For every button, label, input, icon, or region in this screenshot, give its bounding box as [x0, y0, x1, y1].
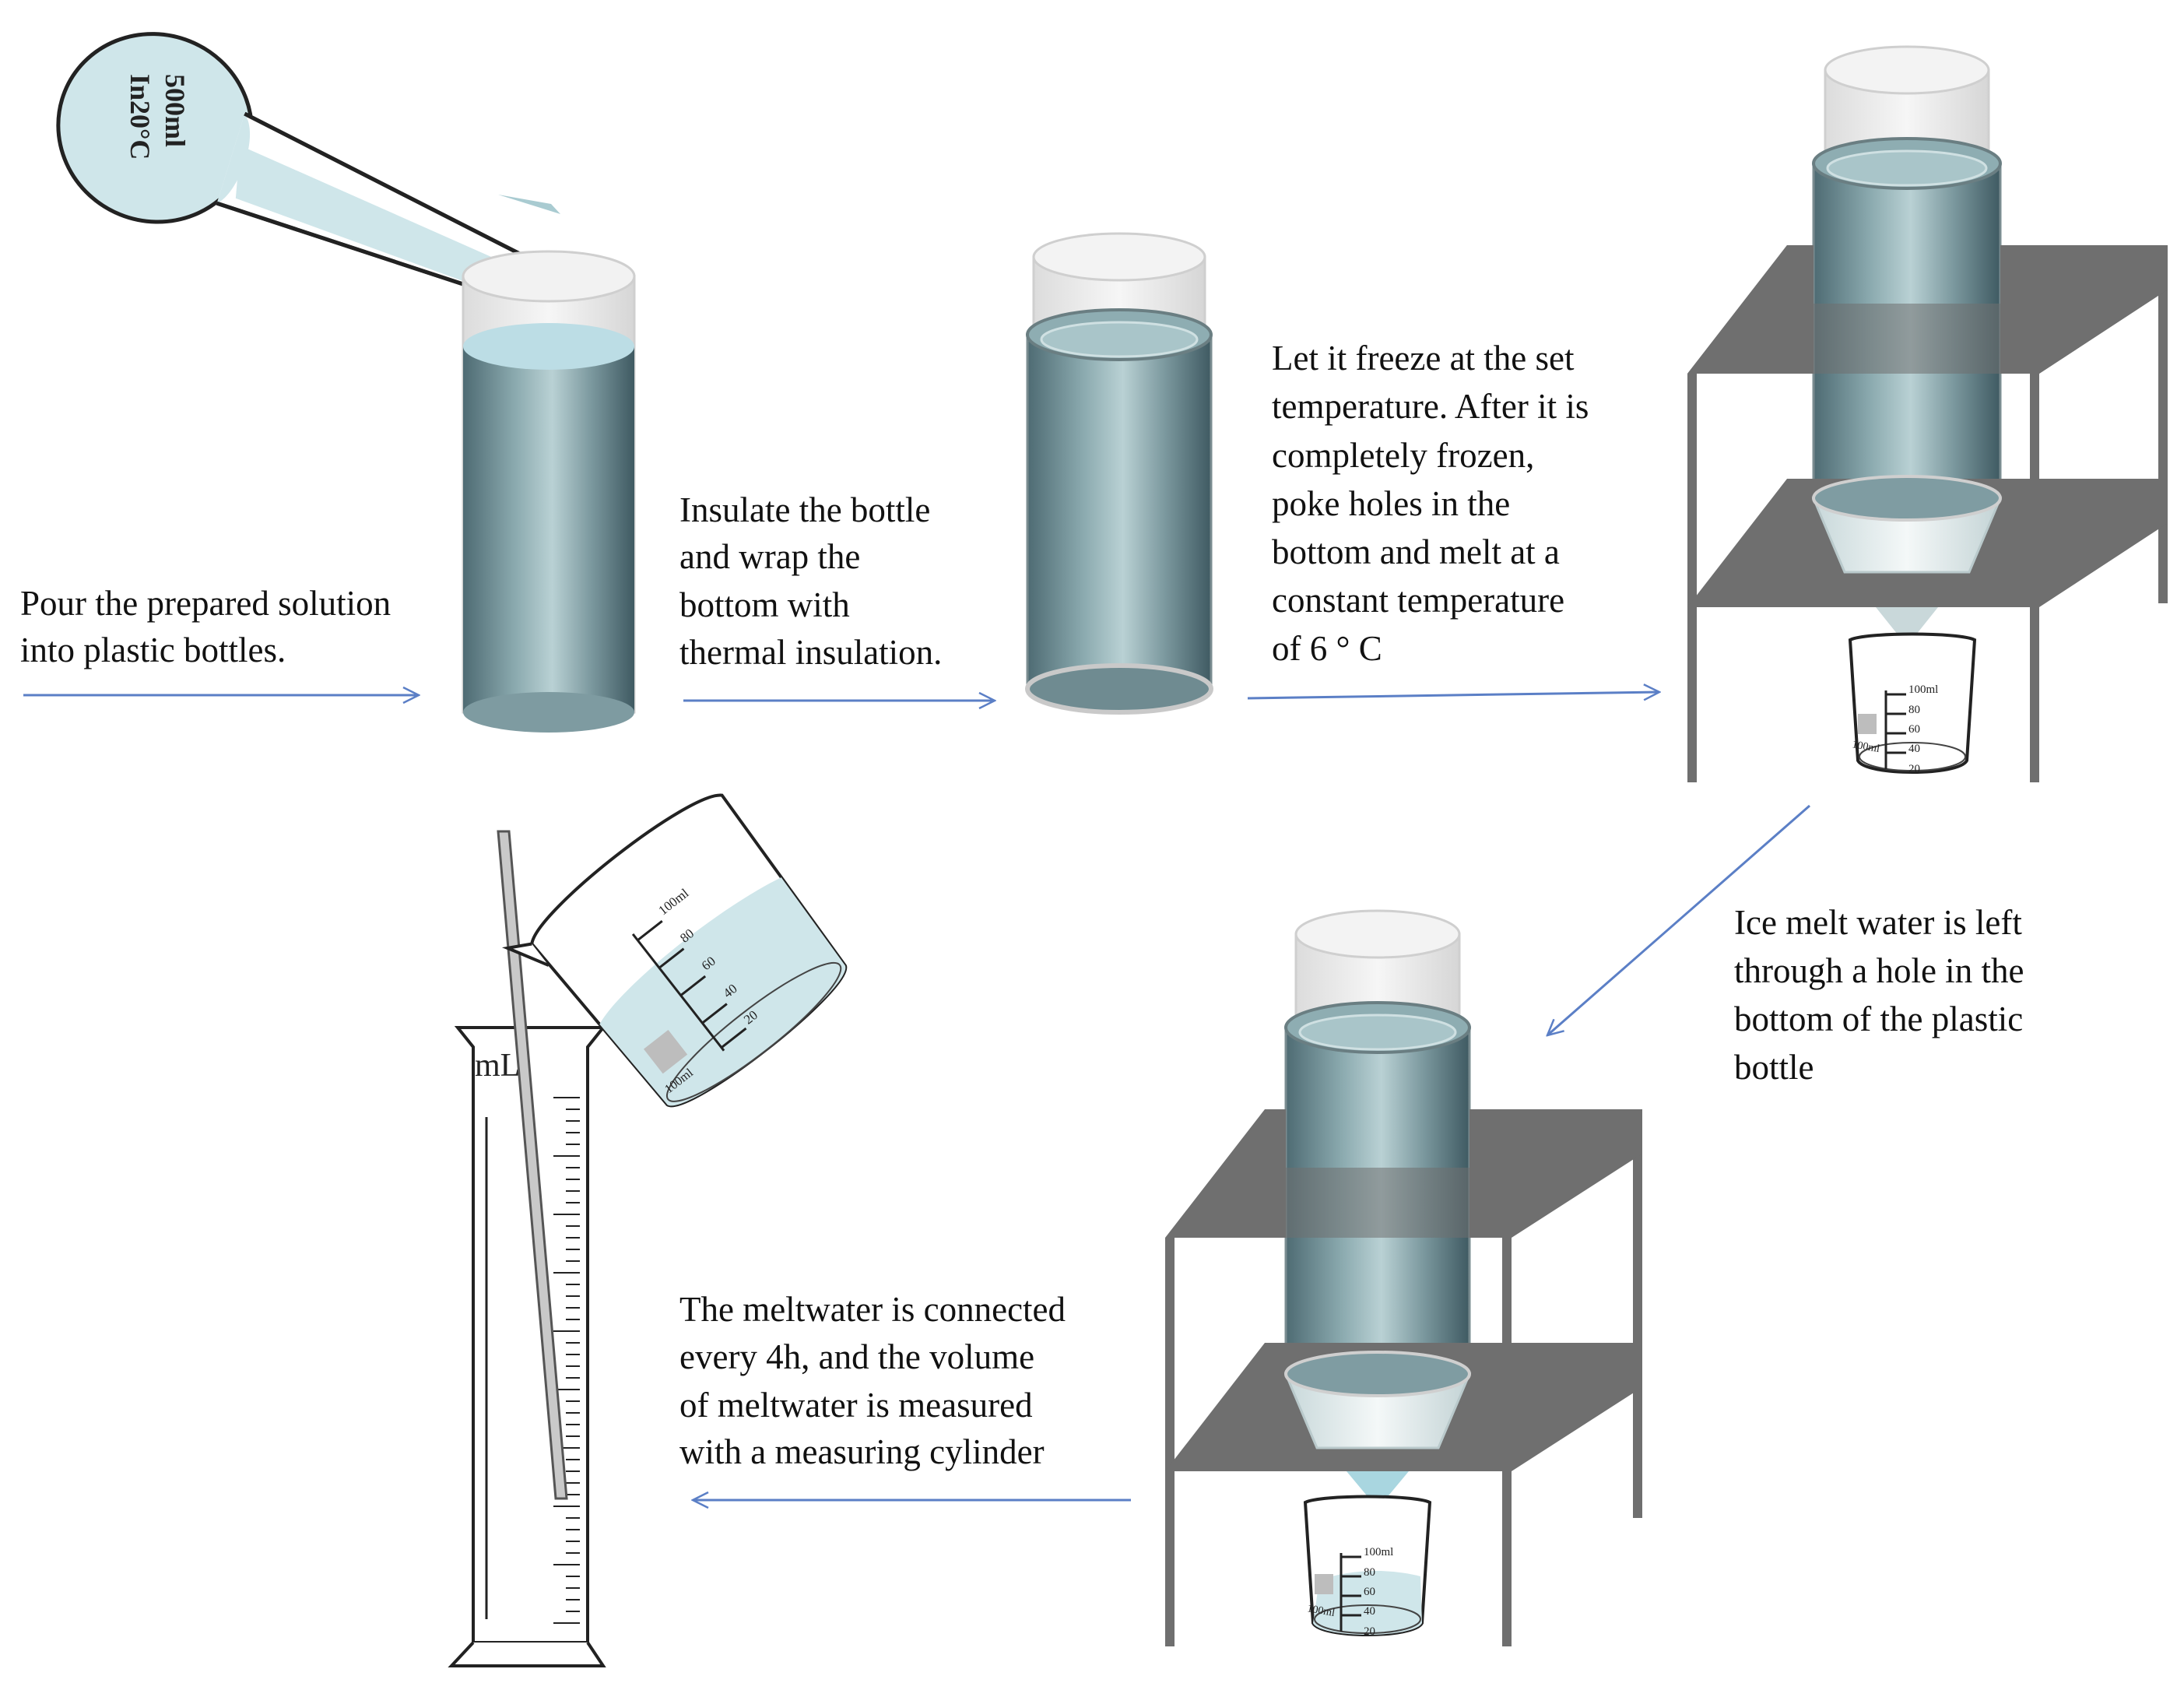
- step3-caption: Let it freeze at the set temperature. Af…: [1272, 339, 1598, 668]
- beaker-icon: 100ml 80 60 40 20 100ml: [501, 793, 847, 1108]
- svg-text:100ml: 100ml: [1364, 1546, 1393, 1558]
- plastic-bottle-icon: [462, 250, 636, 733]
- arrow-step4: [1547, 804, 1810, 1035]
- step5-caption: The meltwater is connected every 4h, and…: [679, 1290, 1074, 1471]
- svg-text:mL: mL: [475, 1048, 520, 1084]
- svg-text:80: 80: [1908, 704, 1920, 716]
- step4-caption: Ice melt water is left through a hole in…: [1734, 903, 2033, 1087]
- insulated-bottle-icon: [1025, 232, 1213, 715]
- svg-text:40: 40: [1908, 743, 1920, 755]
- svg-text:60: 60: [1364, 1586, 1375, 1598]
- svg-text:20: 20: [1364, 1625, 1375, 1638]
- stand-icon: [1165, 909, 1642, 1646]
- svg-text:100ml: 100ml: [1908, 683, 1938, 696]
- beaker-icon: 100ml 80 60 40 20 100ml: [1303, 1495, 1432, 1638]
- flask-label-temperature: In20°C: [125, 74, 156, 160]
- step2-caption: Insulate the bottle and wrap the bottom …: [679, 490, 942, 672]
- step1-caption: Pour the prepared solution into plastic …: [20, 584, 399, 669]
- svg-text:20: 20: [1908, 763, 1920, 775]
- svg-text:80: 80: [1364, 1566, 1375, 1579]
- pour-stream: [498, 195, 560, 214]
- svg-text:40: 40: [1364, 1605, 1375, 1618]
- arrow-step3: [1247, 692, 1659, 698]
- stand-icon: [1687, 45, 2168, 782]
- svg-text:100ml: 100ml: [1306, 1603, 1336, 1619]
- beaker-icon: 100ml 80 60 40 20 100ml: [1848, 632, 1977, 775]
- svg-text:100ml: 100ml: [1851, 739, 1880, 755]
- glass-rod-icon: [497, 830, 568, 1500]
- flask-label-volume: 500ml: [160, 74, 191, 147]
- svg-text:60: 60: [1908, 723, 1920, 736]
